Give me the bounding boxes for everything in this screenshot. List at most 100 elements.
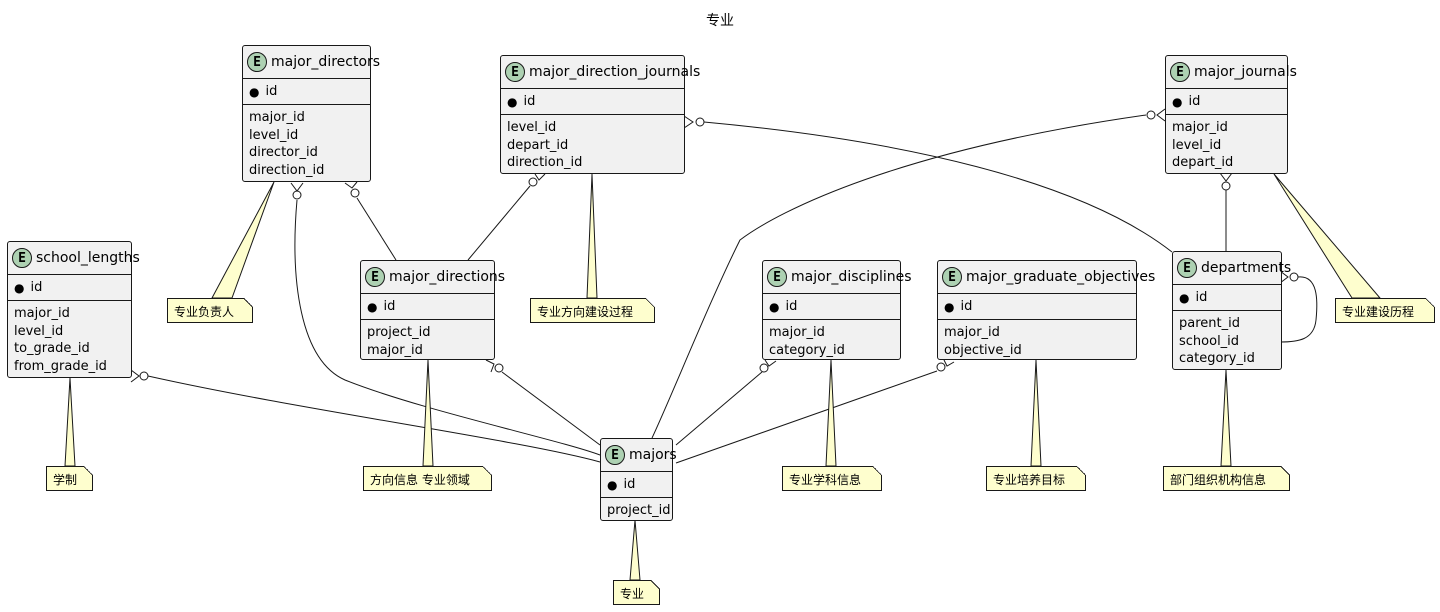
entity-name: major_directors xyxy=(271,54,381,70)
primary-key: ● id xyxy=(361,294,494,320)
attribute: project_id xyxy=(607,503,671,518)
attribute: project_id xyxy=(367,325,431,340)
attribute: major_id xyxy=(944,325,1000,340)
attribute: from_grade_id xyxy=(14,358,107,374)
pk-label: id xyxy=(30,280,43,295)
attribute: objective_id xyxy=(944,342,1022,358)
attribute: level_id xyxy=(249,127,299,143)
pk-label: id xyxy=(523,94,536,109)
attribute: major_id xyxy=(1172,120,1228,135)
key-dot-icon: ● xyxy=(1172,94,1183,109)
entity-name: majors xyxy=(629,447,677,463)
entity-name: major_direction_journals xyxy=(529,64,701,80)
entity-icon: E xyxy=(505,62,525,82)
attribute-list: level_id depart_id direction_id xyxy=(501,115,684,174)
attribute: category_id xyxy=(1179,351,1255,366)
relationship-major_directors-major_directions xyxy=(344,181,397,261)
attribute: major_id xyxy=(367,342,423,358)
primary-key: ●id xyxy=(1166,89,1287,115)
relationship-major_journals-majors xyxy=(651,108,1166,439)
entity-icon: E xyxy=(1177,258,1197,278)
attribute: level_id xyxy=(507,120,557,135)
primary-key: ● id xyxy=(501,89,684,115)
note-school_lengths: 学制 xyxy=(46,466,93,491)
entity-icon: E xyxy=(1170,62,1190,82)
primary-key: ●id xyxy=(938,294,1136,320)
attribute: major_id xyxy=(249,110,305,125)
attribute: direction_id xyxy=(249,162,325,178)
relationship-departments-self xyxy=(1279,270,1318,343)
key-dot-icon: ● xyxy=(1179,290,1190,305)
attribute: major_id xyxy=(769,325,825,340)
note-major_directors: 专业负责人 xyxy=(167,298,253,323)
entity-name: major_graduate_objectives xyxy=(966,269,1156,285)
note-tails xyxy=(64,173,1382,581)
key-dot-icon: ● xyxy=(14,280,25,295)
entity-icon: E xyxy=(12,248,32,268)
key-dot-icon: ● xyxy=(507,94,518,109)
attribute-list: project_id xyxy=(601,498,672,522)
primary-key: ● id xyxy=(1173,285,1281,311)
pk-label: id xyxy=(623,477,636,492)
attribute: level_id xyxy=(14,323,64,339)
attribute-list: major_id level_id director_id direction_… xyxy=(243,105,370,181)
entity-name: major_disciplines xyxy=(791,269,912,285)
entity-name: school_lengths xyxy=(36,250,140,266)
entity-icon: E xyxy=(365,267,385,287)
note-departments: 部门组织机构信息 xyxy=(1163,466,1290,491)
note-major_disciplines: 专业学科信息 xyxy=(782,466,882,491)
attribute: parent_id xyxy=(1179,316,1240,331)
attribute: director_id xyxy=(249,145,318,160)
attribute-list: major_id level_id to_grade_id from_grade… xyxy=(8,301,131,377)
attribute-list: parent_id school_id category_id xyxy=(1173,311,1281,370)
note-majors: 专业 xyxy=(613,580,660,605)
attribute: direction_id xyxy=(507,155,583,170)
key-dot-icon: ● xyxy=(944,299,955,314)
key-dot-icon: ● xyxy=(249,84,260,99)
key-dot-icon: ● xyxy=(367,299,378,314)
note-major_directions: 方向信息 专业领域 xyxy=(363,466,492,491)
pk-label: id xyxy=(383,299,396,314)
attribute: depart_id xyxy=(1172,155,1234,170)
entity-icon: E xyxy=(942,267,962,287)
relationship-major_disciplines-majors xyxy=(675,359,777,446)
attribute-list: major_id category_id xyxy=(763,320,900,361)
relationship-direction_journals-major_directions xyxy=(467,173,546,261)
key-dot-icon: ● xyxy=(607,477,618,492)
entity-name: departments xyxy=(1201,260,1292,276)
attribute: major_id xyxy=(14,306,70,321)
entity-name: major_directions xyxy=(389,269,506,285)
pk-label: id xyxy=(265,84,278,99)
note-major_journals: 专业建设历程 xyxy=(1335,298,1435,323)
relationship-major_directors-majors xyxy=(290,182,601,456)
attribute: depart_id xyxy=(507,137,569,153)
primary-key: ● id xyxy=(8,275,131,301)
relationship-objectives-majors xyxy=(675,359,955,464)
primary-key: ● id xyxy=(601,472,672,498)
attribute: to_grade_id xyxy=(14,341,90,356)
note-major_graduate_objectives: 专业培养目标 xyxy=(986,466,1086,491)
key-dot-icon: ● xyxy=(769,299,780,314)
pk-label: id xyxy=(1195,290,1208,305)
entity-icon: E xyxy=(767,267,787,287)
entity-icon: E xyxy=(247,52,267,72)
attribute-list: project_id major_id xyxy=(361,320,494,361)
